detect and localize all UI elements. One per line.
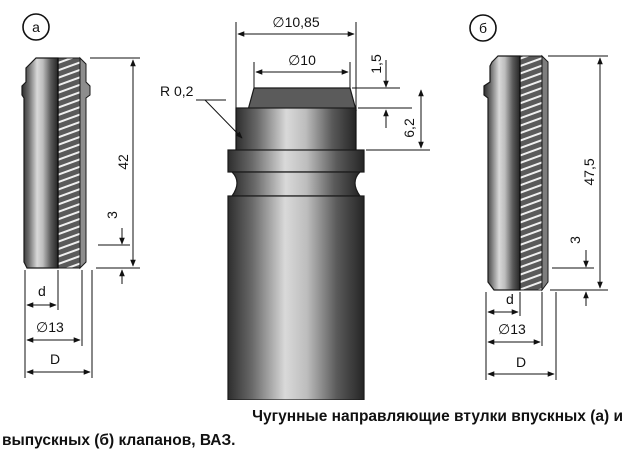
dim-d-b-label: d	[506, 291, 514, 307]
dim-1-5-label: 1,5	[368, 54, 384, 74]
dim-d-a-label: d	[38, 283, 46, 299]
guide-detail-top	[247, 87, 357, 111]
guide-b-body	[483, 55, 521, 291]
valve-guide-drawing: а 42 3 d ∅13 D ∅	[21, 13, 608, 400]
dim-13-a-label: ∅13	[36, 319, 64, 335]
dim-radius-label: R 0,2	[160, 83, 194, 99]
guide-a-body	[21, 57, 59, 269]
guide-detail-view: ∅10,85 ∅10 R 0,2 1,5 6,2	[160, 14, 430, 400]
label-a: а	[32, 19, 40, 35]
dim-3a-label: 3	[104, 211, 120, 219]
guide-detail-lower-body	[227, 195, 365, 400]
label-b: б	[479, 20, 487, 36]
guide-a-thread-edge	[79, 56, 91, 270]
dim-D-b-label: D	[516, 354, 526, 370]
guide-b-thread-edge	[541, 54, 549, 292]
guide-detail-upper-body	[235, 107, 357, 153]
dim-3b-label: 3	[567, 236, 583, 244]
guide-detail-groove	[230, 171, 362, 197]
dim-47-5-label: 47,5	[581, 158, 597, 185]
dim-42-label: 42	[115, 154, 131, 170]
label-b-circle	[469, 14, 497, 42]
dim-6-2-label: 6,2	[401, 118, 417, 138]
label-a-circle	[22, 13, 50, 41]
guide-exhaust-view: б 47,5 3 d ∅13 D	[469, 14, 608, 380]
dim-10-label: ∅10	[288, 52, 316, 68]
dim-10-85-label: ∅10,85	[272, 14, 319, 30]
guide-intake-view: а 42 3 d ∅13 D	[21, 13, 140, 378]
guide-detail-collar	[227, 149, 365, 173]
guide-b-thread-section	[519, 55, 543, 291]
guide-a-thread-section	[57, 57, 81, 269]
dim-D-a-label: D	[50, 351, 60, 367]
figure-caption: Чугунные направляющие втулки впускных (а…	[0, 405, 633, 467]
caption-line-2: выпускных (б) клапанов, ВАЗ.	[2, 432, 236, 449]
caption-line-1: Чугунные направляющие втулки впускных (а…	[252, 408, 623, 425]
dim-13-b-label: ∅13	[498, 321, 526, 337]
